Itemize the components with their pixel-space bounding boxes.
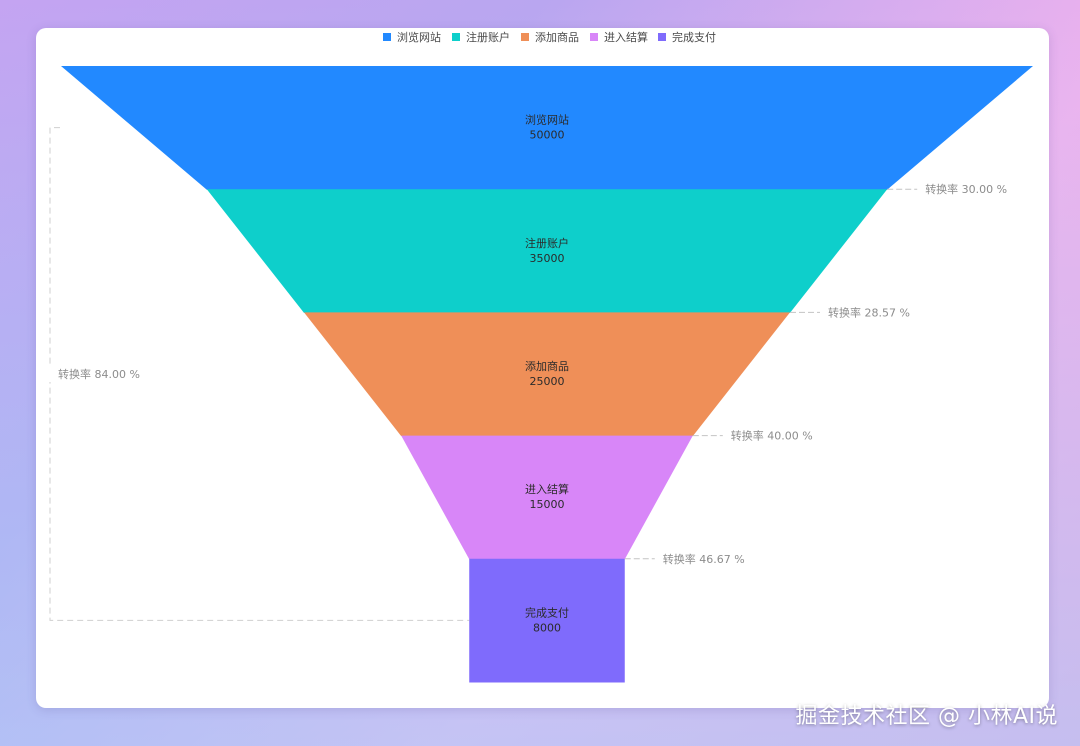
funnel-stage[interactable]: 添加商品 25000 — [304, 312, 790, 437]
legend-swatch — [521, 33, 529, 41]
watermark: 掘金技术社区 @ 小林AI说 — [795, 704, 1058, 729]
total-conversion-bracket: 转换率 84.00 % — [48, 127, 470, 621]
conversion-label: 转换率 46.67 % — [663, 552, 745, 566]
legend-label: 浏览网站 — [397, 30, 441, 44]
stage-value: 8000 — [533, 621, 561, 634]
legend-swatch — [452, 33, 460, 41]
legend-item[interactable]: 添加商品 — [521, 30, 579, 44]
funnel-stage[interactable]: 注册账户 35000 — [206, 189, 888, 313]
conversion-label: 转换率 28.57 % — [828, 305, 910, 319]
bracket-line — [49, 127, 470, 621]
stage-name: 添加商品 — [525, 359, 569, 373]
conversion-label: 转换率 30.00 % — [925, 182, 1007, 196]
funnel-stage[interactable]: 进入结算 15000 — [401, 435, 693, 560]
stage-name: 完成支付 — [525, 605, 569, 619]
legend-label: 进入结算 — [604, 30, 648, 44]
stage-name: 浏览网站 — [525, 113, 569, 127]
stage-name: 注册账户 — [525, 236, 569, 250]
legend-swatch — [658, 33, 666, 41]
legend: 浏览网站 注册账户 添加商品 进入结算 完成支付 — [383, 30, 716, 44]
stage-value: 15000 — [530, 498, 565, 511]
legend-label: 注册账户 — [466, 30, 510, 44]
legend-label: 添加商品 — [535, 30, 579, 44]
funnel-segment — [61, 66, 1033, 190]
funnel-segment — [206, 189, 888, 313]
funnel-segment — [469, 558, 625, 683]
bracket-label-bg — [48, 364, 140, 382]
funnel-stages: 浏览网站 50000 注册账户 35000 添加商品 25000 进入结算 15000 完成支付… — [61, 66, 1033, 683]
conversion-labels: 转换率 30.00 % 转换率 28.57 % 转换率 40.00 % 转换率 46.… — [624, 182, 1007, 566]
legend-swatch — [590, 33, 598, 41]
stage-value: 25000 — [530, 375, 565, 388]
funnel-stage[interactable]: 浏览网站 50000 — [61, 66, 1033, 190]
legend-swatch — [383, 33, 391, 41]
funnel-stage[interactable]: 完成支付 8000 — [469, 558, 625, 683]
funnel-segment — [304, 312, 790, 437]
legend-item[interactable]: 进入结算 — [590, 30, 648, 44]
conversion-label: 转换率 40.00 % — [731, 429, 813, 443]
stage-value: 35000 — [530, 252, 565, 265]
funnel-segment — [401, 435, 693, 560]
legend-item[interactable]: 完成支付 — [658, 30, 716, 44]
total-conversion-label: 转换率 84.00 % — [58, 367, 140, 381]
legend-item[interactable]: 注册账户 — [452, 30, 510, 44]
stage-name: 进入结算 — [525, 482, 569, 496]
legend-item[interactable]: 浏览网站 — [383, 30, 441, 44]
legend-label: 完成支付 — [672, 30, 716, 44]
stage-value: 50000 — [530, 129, 565, 142]
funnel-chart: 浏览网站注册账户添加商品进入结算完成支付 转换率 84.00 % 浏览网站500… — [48, 30, 1033, 683]
